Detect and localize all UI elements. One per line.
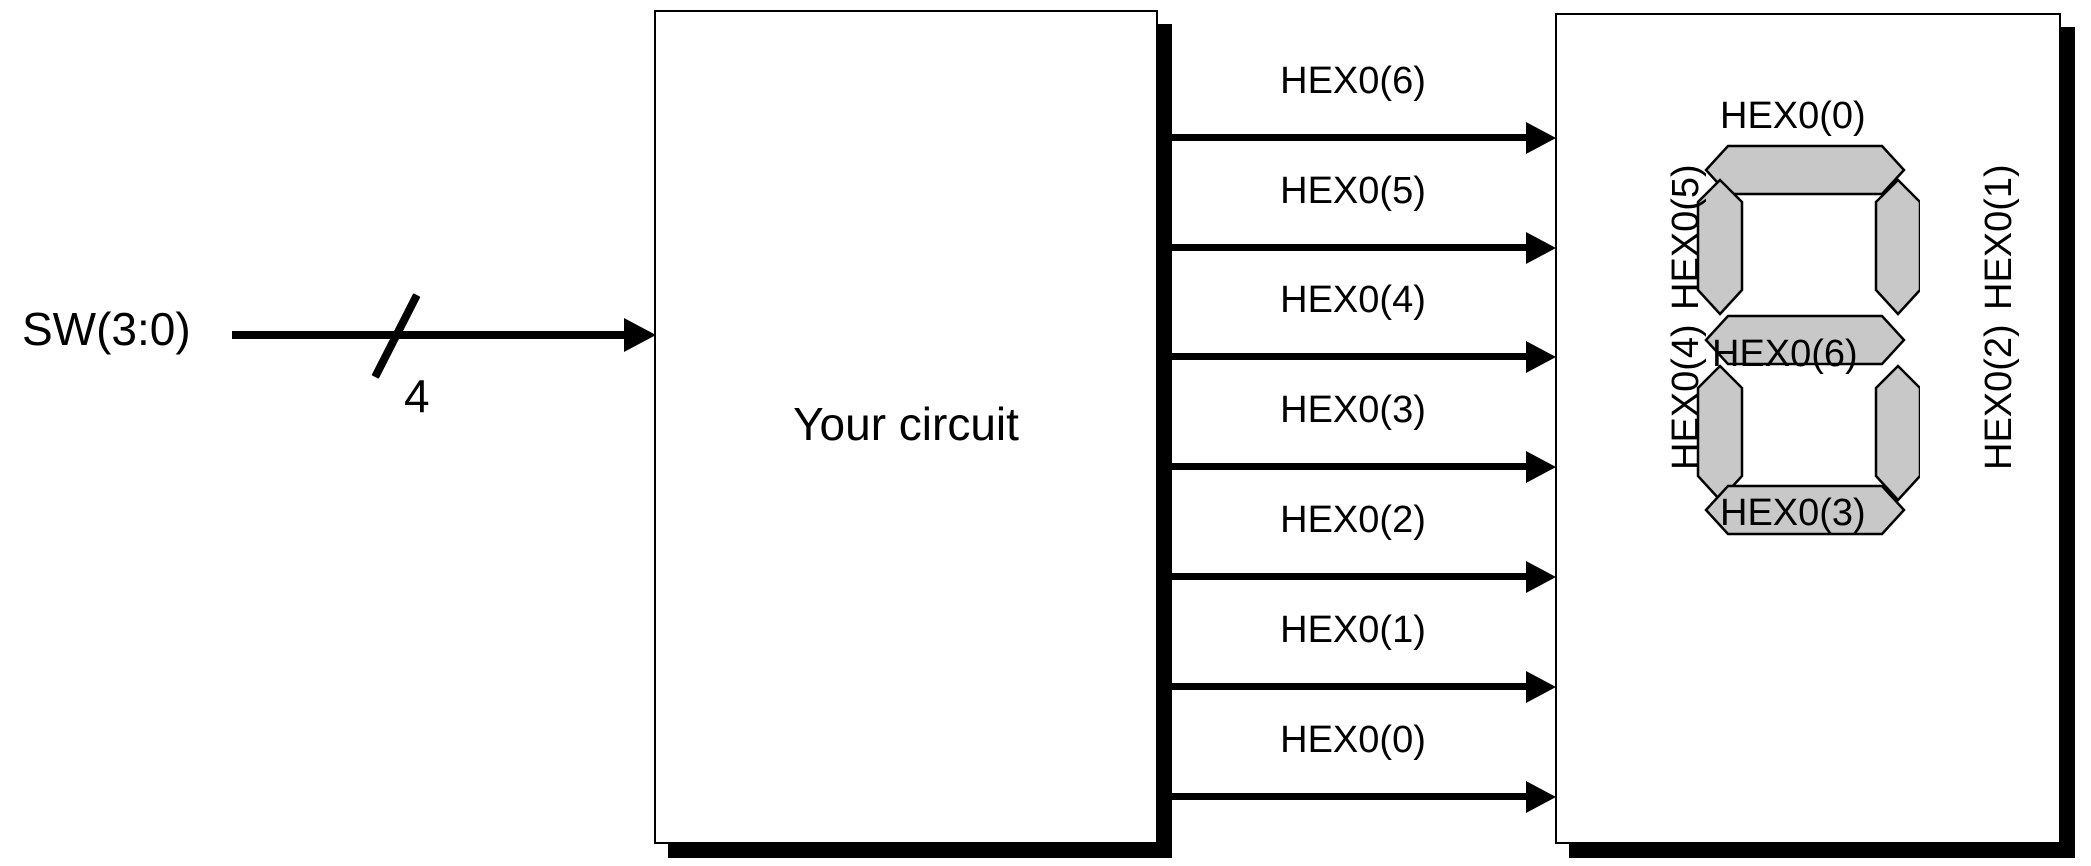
output-label-4: HEX0(2): [1280, 499, 1426, 541]
arrow-right-icon: [1526, 232, 1556, 264]
segment-label-c: HEX0(2): [1978, 324, 2020, 470]
segment-g: [1704, 314, 1906, 366]
segment-f: [1696, 178, 1744, 316]
input-signal-label: SW(3:0): [22, 303, 191, 355]
segment-label-e: HEX0(4): [1665, 324, 1707, 470]
output-label-1: HEX0(5): [1280, 170, 1426, 212]
arrow-right-icon: [1526, 561, 1556, 593]
output-wire-1: [1170, 244, 1536, 251]
segment-a: [1704, 144, 1906, 196]
output-wire-0: [1170, 134, 1536, 141]
arrow-right-icon: [1526, 671, 1556, 703]
arrow-right-icon: [1526, 781, 1556, 813]
seven-segment-display: [1696, 144, 1920, 536]
segment-label-b: HEX0(1): [1978, 164, 2020, 310]
arrow-right-icon: [1526, 122, 1556, 154]
output-label-5: HEX0(1): [1280, 609, 1426, 651]
circuit-block[interactable]: [654, 10, 1158, 844]
arrow-right-icon: [1526, 341, 1556, 373]
arrow-right-icon: [1526, 451, 1556, 483]
output-label-3: HEX0(3): [1280, 389, 1426, 431]
output-label-2: HEX0(4): [1280, 279, 1426, 321]
circuit-block-label: Your circuit: [793, 398, 1019, 450]
output-wire-4: [1170, 573, 1536, 580]
segment-label-g: HEX0(6): [1712, 333, 1858, 375]
arrow-right-icon: [624, 318, 656, 352]
bus-width-label: 4: [404, 370, 430, 422]
output-wire-6: [1170, 793, 1536, 800]
segment-label-a: HEX0(0): [1720, 95, 1866, 137]
segment-d: [1704, 484, 1906, 536]
input-bus-line: [232, 331, 632, 339]
segment-label-f: HEX0(5): [1665, 164, 1707, 310]
output-wire-3: [1170, 463, 1536, 470]
output-wire-2: [1170, 353, 1536, 360]
segment-c: [1874, 364, 1920, 502]
segment-label-d: HEX0(3): [1720, 492, 1866, 534]
segment-b: [1874, 178, 1920, 316]
output-label-6: HEX0(0): [1280, 719, 1426, 761]
output-label-0: HEX0(6): [1280, 60, 1426, 102]
output-wire-5: [1170, 683, 1536, 690]
